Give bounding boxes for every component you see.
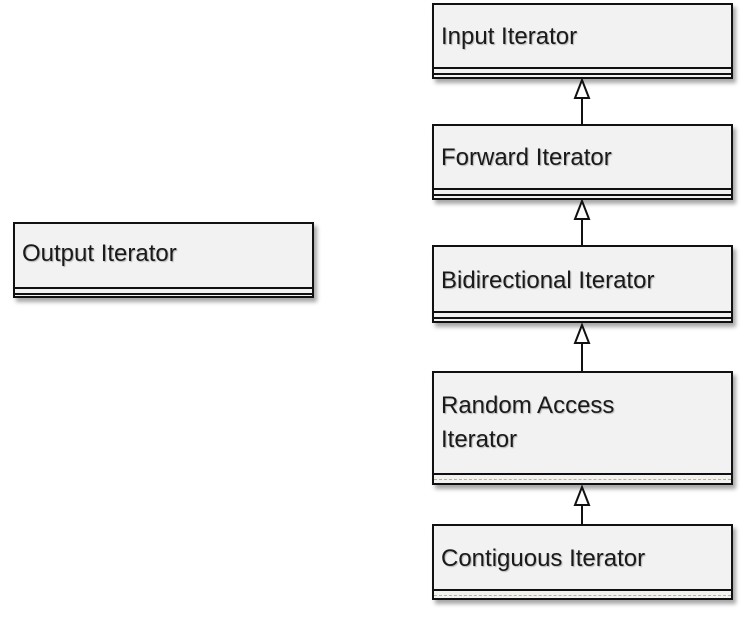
bidirectional-iterator-label: Bidirectional Iterator bbox=[441, 267, 655, 294]
output-iterator-divider bbox=[15, 287, 312, 289]
output-iterator-divider-2 bbox=[15, 293, 312, 295]
input-iterator-label: Input Iterator bbox=[441, 23, 578, 50]
contiguous-iterator-label: Contiguous Iterator bbox=[441, 545, 646, 572]
contiguous-iterator-divider bbox=[434, 589, 731, 591]
forward-iterator-divider bbox=[434, 188, 731, 190]
bidirectional-iterator-node[interactable]: Bidirectional Iterator bbox=[432, 245, 733, 323]
forward-iterator-divider-2 bbox=[434, 194, 731, 196]
random-access-iterator-divider-2 bbox=[434, 479, 731, 480]
contiguous-iterator-divider-2 bbox=[434, 595, 731, 596]
input-iterator-divider-2 bbox=[434, 73, 731, 75]
input-iterator-node[interactable]: Input Iterator bbox=[432, 3, 733, 79]
output-iterator-node[interactable]: Output Iterator bbox=[13, 222, 314, 298]
edge-contiguous-to-random-access[interactable] bbox=[573, 484, 591, 524]
output-iterator-label: Output Iterator bbox=[22, 240, 177, 267]
contiguous-iterator-node[interactable]: Contiguous Iterator bbox=[432, 524, 733, 600]
random-access-iterator-node[interactable]: Random Access Iterator bbox=[432, 371, 733, 485]
bidirectional-iterator-divider bbox=[434, 311, 731, 313]
forward-iterator-node[interactable]: Forward Iterator bbox=[432, 124, 733, 200]
input-iterator-divider bbox=[434, 67, 731, 69]
edge-random-access-to-bidirectional[interactable] bbox=[573, 322, 591, 371]
forward-iterator-label: Forward Iterator bbox=[441, 144, 612, 171]
bidirectional-iterator-divider-2 bbox=[434, 317, 731, 319]
random-access-iterator-label: Random Access Iterator bbox=[441, 392, 615, 453]
edge-bidirectional-to-forward[interactable] bbox=[573, 198, 591, 245]
edge-forward-to-input[interactable] bbox=[573, 77, 591, 124]
random-access-iterator-divider bbox=[434, 473, 731, 475]
